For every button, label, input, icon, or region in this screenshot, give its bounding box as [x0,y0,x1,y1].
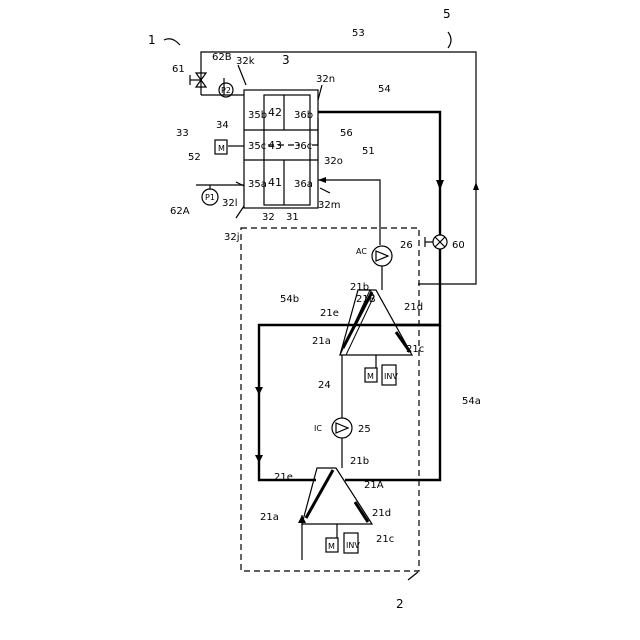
label-41: 41 [268,176,282,189]
label-21d-bot: 21d [372,508,391,519]
label-21e-bot: 21e [274,472,293,483]
label-54: 54 [378,84,391,95]
label-25: 25 [358,424,371,435]
label-32o: 32o [324,156,343,167]
label-21a-bot: 21a [260,512,279,523]
label-56: 56 [340,128,353,139]
label-52: 52 [188,152,201,163]
label-m-33: M [218,144,225,153]
label-31: 31 [286,212,299,223]
label-35c: 35c [248,141,266,152]
label-62B: 62B [212,52,232,63]
label-inv-bot: INV [346,541,360,550]
label-61: 61 [172,64,185,75]
label-p1: P1 [205,193,215,202]
label-m-bot: M [328,542,335,551]
label-21c-top: 21c [406,344,424,355]
label-32m: 32m [318,200,340,211]
pipe-51 [318,180,380,245]
label-32k: 32k [236,56,255,67]
label-42: 42 [268,106,282,119]
label-21d-top: 21d [404,302,423,313]
label-33: 33 [176,128,189,139]
label-sys2: 2 [396,597,404,611]
pipe-53 [201,52,476,284]
label-36a: 36a [294,179,313,190]
label-24: 24 [318,380,331,391]
label-21B: 21B [356,294,376,305]
label-36c: 36c [294,141,312,152]
label-32l: 32l [222,198,238,209]
label-60: 60 [452,240,465,251]
label-inv-top: INV [384,372,398,381]
label-35b: 35b [248,110,267,121]
label-62A: 62A [170,206,190,217]
label-35a: 35a [248,179,267,190]
label-32j: 32j [224,232,240,243]
label-32n: 32n [316,74,335,85]
label-21b-top: 21b [350,282,369,293]
label-54a: 54a [462,396,481,407]
label-ic: IC [314,424,322,433]
label-53: 53 [352,28,365,39]
label-54b: 54b [280,294,299,305]
label-32: 32 [262,212,275,223]
expansion-valve-60-icon [425,235,447,249]
label-ac: AC [356,247,367,256]
label-21A: 21A [364,480,384,491]
label-21b-bot: 21b [350,456,369,467]
label-21a-top: 21a [312,336,331,347]
label-sys1: 1 [148,33,156,47]
valve-61-icon [190,73,206,87]
label-sys5: 5 [443,7,451,21]
label-34: 34 [216,120,229,131]
label-m-top: M [367,372,374,381]
label-21e-top: 21e [320,308,339,319]
label-sys3: 3 [282,53,290,67]
compressor-stage-21B [340,290,412,385]
label-36b: 36b [294,110,313,121]
label-43: 43 [268,139,282,152]
label-51: 51 [362,146,375,157]
label-21c-bot: 21c [376,534,394,545]
label-p2: P2 [221,86,231,95]
label-26: 26 [400,240,413,251]
